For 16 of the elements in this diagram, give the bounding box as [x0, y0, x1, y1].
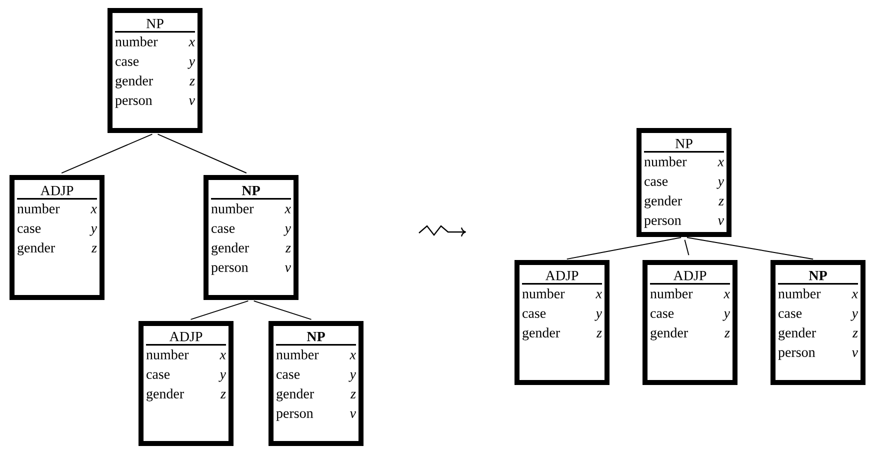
tree-branch [686, 237, 814, 260]
feature-box: ADJP number x case y gender z [642, 260, 738, 385]
feature-box: ADJP number x case y gender z [138, 321, 234, 446]
feature-box: ADJP number x case y gender z [514, 260, 610, 385]
feature-box: NP number x case y gender z person v [204, 175, 298, 300]
feature-box: NP number x case y gender z person v [268, 321, 364, 446]
feature-box: NP number x case y gender z person v [636, 128, 732, 237]
tree-branch [157, 134, 247, 174]
feature-box: ADJP number x case y gender z [10, 175, 104, 300]
tree-branch [61, 134, 153, 174]
tree-branch [684, 239, 690, 256]
tree-branch [190, 300, 249, 320]
feature-box: NP number x case y gender z person v [108, 8, 202, 133]
feature-box: NP number x case y gender z person v [770, 260, 866, 385]
tree-branch [566, 237, 682, 260]
tree-branch [253, 300, 312, 320]
